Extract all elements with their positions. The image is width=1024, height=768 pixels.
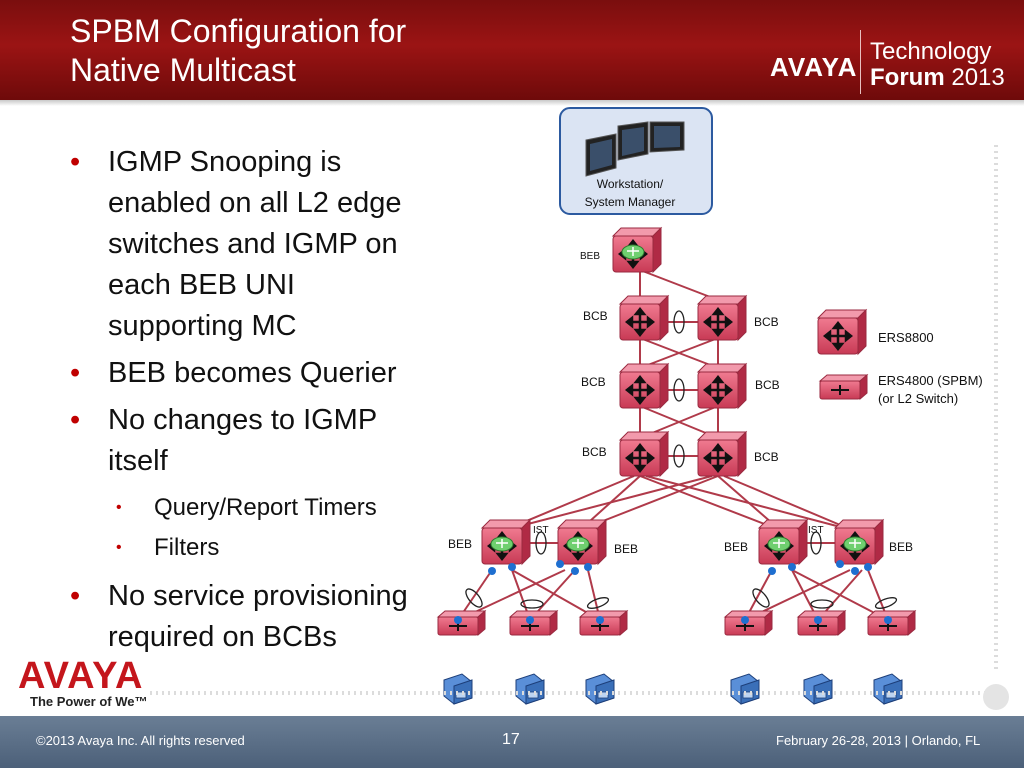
sub-bullet-dot: • [116,499,122,516]
brand-forum-word: Forum [870,64,945,91]
beb-switch [757,518,809,566]
bullet-line: No service provisioning [108,580,408,612]
link-lines [457,269,889,621]
footer-event: February 26-28, 2013 | Orlando, FL [776,733,981,748]
sub-bullet-item: • Filters [116,528,470,568]
bcb-switch [696,430,748,478]
avaya-footer-logo: AVAYA [18,655,144,697]
bcb-label: BCB [583,309,608,323]
beb-label: BEB [724,540,748,554]
bullet-line: switches and IGMP on [108,228,398,260]
sub-bullet-text: Filters [154,534,220,561]
host-icon [515,673,545,705]
bullet-item: • BEB becomes Querier [70,353,470,394]
beb-label: BEB [448,537,472,551]
bcb-switch [618,362,670,410]
bullet-line: itself [108,445,168,477]
edge-switch [437,610,486,636]
brand-logo: AVAYA [770,52,858,82]
beb-switch [556,518,608,566]
bullet-dot: • [70,404,81,436]
ist-label: IST [533,525,549,536]
bullet-line: No changes to IGMP [108,404,378,436]
bullet-item: • IGMP Snooping is enabled on all L2 edg… [70,142,470,347]
sub-bullet-item: • Query/Report Timers [116,488,470,528]
bcb-label: BCB [582,445,607,459]
beb-switch [833,518,885,566]
decor-circle [983,684,1009,710]
brand-forum: Forum 2013 [870,66,1005,90]
beb-label: BEB [889,540,913,554]
workstation-label-2: System Manager [585,195,676,209]
host-icon [443,673,473,705]
bullet-line: supporting MC [108,310,297,342]
edge-switch [867,610,916,636]
bullet-dot: • [70,146,81,178]
beb-label: BEB [580,251,600,262]
brand-separator [860,30,861,94]
host-icon [803,673,833,705]
host-icon [730,673,760,705]
edge-switch [579,610,628,636]
workstation-label-1: Workstation/ [597,177,664,191]
title-line-1: SPBM Configuration for [70,13,407,49]
footer-bar [0,716,1024,768]
bcb-switch [618,430,670,478]
ist-label: IST [808,525,824,536]
host-icon [873,673,903,705]
port-dots [454,560,892,624]
bullet-line: enabled on all L2 edge [108,187,402,219]
beb-top-switch [611,226,663,274]
legend-ers8800-switch [816,308,868,356]
beb-switch [480,518,532,566]
beb-label: BEB [614,542,638,556]
edge-switch [724,610,773,636]
bullet-dot: • [70,357,81,389]
avaya-tagline: The Power of We™ [30,694,148,709]
legend-ers4800-switch [819,374,868,400]
header-divider [0,100,1024,106]
monitor-icon [585,121,685,177]
legend-ers4800-label-1: ERS4800 (SPBM) [878,373,983,388]
bcb-label: BCB [754,315,779,329]
brand-year: 2013 [951,64,1005,91]
header-bar [0,0,1024,100]
bcb-label: BCB [754,450,779,464]
sub-bullet-dot: • [116,539,122,556]
bcb-switch [618,294,670,342]
bullet-line: BEB becomes Querier [108,357,397,389]
page-number: 17 [502,731,520,748]
bcb-label: BCB [755,378,780,392]
slide-title: SPBM Configuration for Native Multicast [70,12,406,90]
mlt-ellipses [465,310,898,609]
bullet-item: • No changes to IGMP itself [70,400,470,482]
footer-copyright: ©2013 Avaya Inc. All rights reserved [36,733,245,748]
bcb-switch [696,294,748,342]
bullet-line: IGMP Snooping is [108,146,342,178]
edge-switch [797,610,846,636]
legend-ers4800-label-2: (or L2 Switch) [878,391,958,406]
title-line-2: Native Multicast [70,52,296,88]
bcb-label: BCB [581,375,606,389]
sub-bullet-text: Query/Report Timers [154,494,377,521]
bullet-dot: • [70,580,81,612]
bullet-line: required on BCBs [108,621,337,653]
host-icon [585,673,615,705]
bcb-switch [696,362,748,410]
bullet-line: each BEB UNI [108,269,295,301]
bullet-item: • No service provisioning required on BC… [70,576,470,658]
legend-ers8800-label: ERS8800 [878,330,934,345]
brand-technology: Technology [870,38,992,65]
edge-switch [509,610,558,636]
bullet-list: • IGMP Snooping is enabled on all L2 edg… [70,142,470,664]
